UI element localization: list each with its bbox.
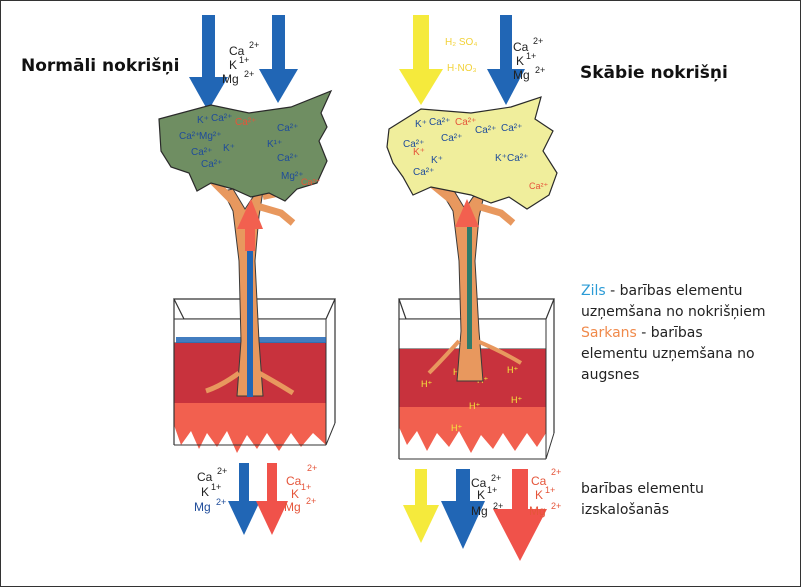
svg-text:Ca²⁺: Ca²⁺ xyxy=(211,113,232,124)
svg-text:K¹⁺: K¹⁺ xyxy=(267,139,282,150)
svg-text:Mg²⁺: Mg²⁺ xyxy=(199,131,222,142)
svg-text:2+: 2+ xyxy=(493,501,503,511)
svg-text:H⁺: H⁺ xyxy=(421,379,432,389)
acid-label-h2so4: H₂ SO₄ xyxy=(445,37,477,48)
legend-blue-rest-1: - barības elementu xyxy=(606,283,743,299)
svg-text:2+: 2+ xyxy=(307,463,317,473)
svg-text:Ca²⁺: Ca²⁺ xyxy=(455,117,476,128)
normal-incoming-blue-arrow-left xyxy=(189,15,228,111)
svg-text:2+: 2+ xyxy=(217,466,227,476)
svg-text:K: K xyxy=(477,488,485,502)
svg-text:H⁺: H⁺ xyxy=(451,423,462,433)
svg-text:Ca²⁺: Ca²⁺ xyxy=(529,181,549,191)
legend-red-rest-1: - barības xyxy=(637,325,703,341)
svg-text:H⁺: H⁺ xyxy=(511,395,522,405)
acid-leaching-yellow-arrow xyxy=(403,469,439,543)
svg-text:Ca²⁺: Ca²⁺ xyxy=(179,131,200,142)
legend-red-word: Sarkans xyxy=(581,325,637,341)
normal-leach-mg: Mg xyxy=(194,500,211,514)
svg-text:Ca²⁺: Ca²⁺ xyxy=(475,125,496,136)
svg-text:Mg: Mg xyxy=(471,504,488,518)
legend: Zils - barības elementu uzņemšana no nok… xyxy=(581,281,796,386)
legend-red-rest-2: elementu uzņemšana no xyxy=(581,344,796,365)
acid-precipitation-title: Skābie nokrišņi xyxy=(580,63,728,83)
svg-text:1+: 1+ xyxy=(545,485,555,495)
svg-text:H⁺: H⁺ xyxy=(469,401,480,411)
svg-text:Ca²⁺: Ca²⁺ xyxy=(301,177,321,187)
normal-leaching-red-arrow xyxy=(256,463,288,535)
svg-text:H⁺: H⁺ xyxy=(507,365,518,375)
svg-text:K⁺: K⁺ xyxy=(197,115,209,126)
ion-label-k: K xyxy=(229,58,237,72)
svg-text:Ca²⁺: Ca²⁺ xyxy=(277,123,298,134)
svg-text:Mg: Mg xyxy=(529,504,546,518)
svg-text:Ca²⁺: Ca²⁺ xyxy=(277,153,298,164)
legend-red-rest-3: augsnes xyxy=(581,365,796,386)
leaching-line-2: izskalošanās xyxy=(581,500,781,521)
acid-canopy: K⁺ Ca²⁺ Ca²⁺ Ca²⁺ K⁺ Ca²⁺ Ca²⁺ Ca²⁺ K⁺ C… xyxy=(387,97,557,209)
svg-text:2+: 2+ xyxy=(491,473,501,483)
normal-precipitation-title: Normāli nokrišņi xyxy=(21,56,179,76)
legend-blue-word: Zils xyxy=(581,283,606,299)
legend-blue-rest-2: uzņemšana no nokrišņiem xyxy=(581,302,796,323)
normal-incoming-blue-arrow-right xyxy=(259,15,298,103)
acid-label-hno3: H·NO₃ xyxy=(447,63,477,74)
svg-text:K⁺: K⁺ xyxy=(223,143,235,154)
normal-leaching-blue-arrow xyxy=(228,463,260,535)
normal-leach-k-red: K xyxy=(291,487,299,501)
normal-leach-ca-red: Ca xyxy=(286,474,302,488)
svg-text:Ca²⁺: Ca²⁺ xyxy=(235,117,256,128)
leaching-line-1: barības elementu xyxy=(581,479,781,500)
leaching-caption: barības elementu izskalošanās xyxy=(581,479,781,521)
svg-text:Mg: Mg xyxy=(513,68,530,82)
svg-text:Ca²⁺: Ca²⁺ xyxy=(191,147,212,158)
ion-charge-mg: 2+ xyxy=(244,69,254,79)
svg-text:1+: 1+ xyxy=(301,482,311,492)
svg-text:Ca²⁺: Ca²⁺ xyxy=(441,133,462,144)
svg-text:2+: 2+ xyxy=(533,36,543,46)
svg-text:K⁺: K⁺ xyxy=(495,153,507,164)
normal-leach-k: K xyxy=(201,485,209,499)
svg-text:Ca²⁺: Ca²⁺ xyxy=(201,159,222,170)
ion-charge-ca: 2+ xyxy=(249,40,259,50)
svg-text:2+: 2+ xyxy=(306,496,316,506)
normal-canopy: K⁺ Ca²⁺ Ca²⁺ Mg²⁺ Ca²⁺ K⁺ Ca²⁺ Ca²⁺ K¹⁺ … xyxy=(159,91,331,201)
svg-text:1+: 1+ xyxy=(487,485,497,495)
svg-text:2+: 2+ xyxy=(216,497,226,507)
ion-label-mg: Mg xyxy=(222,72,239,86)
svg-text:K: K xyxy=(535,488,543,502)
ion-charge-k: 1+ xyxy=(239,55,249,65)
svg-text:2+: 2+ xyxy=(535,65,545,75)
svg-text:Ca²⁺: Ca²⁺ xyxy=(429,117,450,128)
svg-text:K⁺: K⁺ xyxy=(413,147,425,158)
svg-text:2+: 2+ xyxy=(551,501,561,511)
svg-text:1+: 1+ xyxy=(526,51,536,61)
acid-incoming-yellow-arrow xyxy=(399,15,443,105)
svg-text:K: K xyxy=(516,54,524,68)
svg-text:2+: 2+ xyxy=(551,467,561,477)
svg-text:K⁺: K⁺ xyxy=(431,155,443,166)
svg-text:Ca²⁺: Ca²⁺ xyxy=(501,123,522,134)
svg-text:K⁺: K⁺ xyxy=(415,119,427,130)
svg-text:1+: 1+ xyxy=(211,482,221,492)
svg-text:Ca²⁺: Ca²⁺ xyxy=(413,167,434,178)
svg-text:Ca²⁺: Ca²⁺ xyxy=(507,153,528,164)
normal-tree-group: Ca 2+ K 1+ Mg 2+ xyxy=(159,15,335,535)
acid-tree-group: H₂ SO₄ H·NO₃ Ca 2+ K 1+ Mg 2+ H⁺ H⁺ H⁺ xyxy=(387,15,561,561)
normal-leach-mg-red: Mg xyxy=(284,500,301,514)
